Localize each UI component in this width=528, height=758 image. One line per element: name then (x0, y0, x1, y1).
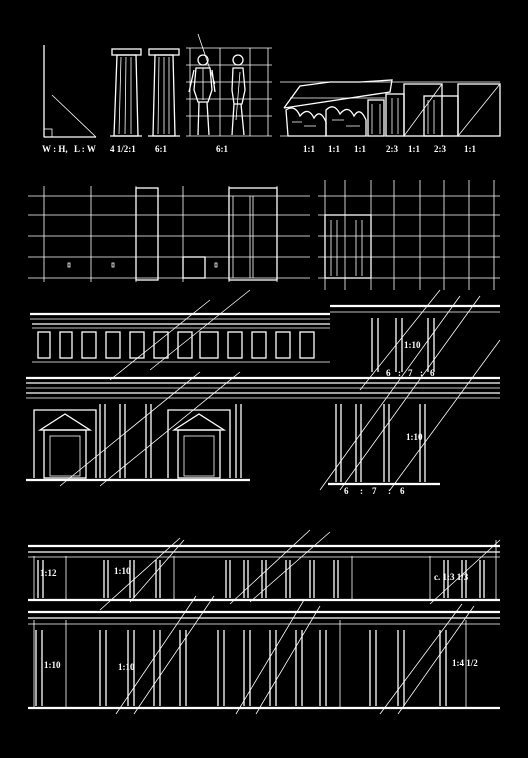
grid-lines (28, 186, 310, 282)
colonnade-diagonals (99, 529, 501, 715)
grid-right-block (318, 180, 500, 290)
upper-cornice (30, 312, 330, 329)
colonnade-frames (33, 540, 497, 708)
colonnade-ratio-labels: 1:12 1:10 1:10 1:10 c. 1:3 1/3 1:4 1/2 (40, 566, 478, 672)
panel-columns-and-figures: W : H, L : W 4 1/2:1 6:1 6:1 1:1 1:1 1:1… (42, 33, 501, 154)
ratio-label-lower-1-10-b: 1:10 (118, 662, 135, 672)
seq-upper-colon-1: : (398, 368, 401, 378)
ratio-label-figures: 6:1 (216, 144, 228, 154)
right-colonnade (328, 404, 440, 486)
upper-right-frame (330, 304, 500, 372)
main-entablature (26, 376, 500, 399)
ratio-label-box-4: 1:1 (464, 144, 476, 154)
ratio-label-c-1-3: c. 1:3 1/3 (434, 572, 469, 582)
capital-drawings (283, 79, 405, 137)
ratio-label-upper-1-10: 1:10 (114, 566, 131, 576)
ratio-label-lw: L : W (74, 144, 96, 154)
ratio-label-1-4-half: 1:4 1/2 (452, 658, 478, 668)
seq-lower-colon-2: : (388, 486, 391, 496)
ratio-label-box-2: 1:1 (408, 144, 420, 154)
ratio-label-column-1: 4 1/2:1 (110, 144, 136, 154)
ratio-label-cap-2: 1:1 (328, 144, 340, 154)
proportion-boxes (280, 81, 501, 137)
ratio-label-box-1: 2:3 (386, 144, 398, 154)
ratio-label-1-12: 1:12 (40, 568, 57, 578)
panel-colonnades: 1:12 1:10 1:10 1:10 c. 1:3 1/3 1:4 1/2 (28, 529, 501, 715)
ratio-label-lower-1-10-a: 1:10 (44, 660, 61, 670)
lower-colonnade-row (28, 610, 500, 710)
seq-lower-2: 7 (372, 486, 377, 496)
ground-floor-arcade (26, 404, 250, 482)
ratio-label-cap-3: 1:1 (354, 144, 366, 154)
ratio-label-wh: W : H, (42, 144, 68, 154)
facade-ratio-labels: 1:10 1:10 6 : 7 : 6 6 : 7 : 6 (344, 340, 435, 496)
ratio-label-middle: 1:10 (406, 432, 423, 442)
human-figure-side (231, 54, 246, 136)
seq-lower-1: 6 (344, 486, 349, 496)
upper-colonnade-row (28, 544, 500, 602)
elevation-rectangles (67, 187, 278, 281)
panel-grid-elevation (28, 180, 500, 290)
seq-upper-2: 7 (408, 368, 413, 378)
seq-lower-colon-1: : (360, 486, 363, 496)
human-figure-front (188, 33, 216, 136)
ratio-label-box-3: 2:3 (434, 144, 446, 154)
ratio-labels-row: W : H, L : W 4 1/2:1 6:1 6:1 1:1 1:1 1:1… (42, 144, 476, 154)
panel-facade: 1:10 1:10 6 : 7 : 6 6 : 7 : 6 (26, 289, 501, 496)
ratio-label-column-2: 6:1 (155, 144, 167, 154)
ratio-label-cap-1: 1:1 (303, 144, 315, 154)
column-tall (148, 48, 180, 137)
column-short (110, 48, 142, 137)
seq-upper-colon-2: : (420, 368, 423, 378)
seq-lower-3: 6 (400, 486, 405, 496)
right-angle-figure (43, 45, 97, 138)
seq-upper-3: 6 (430, 368, 435, 378)
diagonal-regulating-lines (59, 289, 501, 491)
seq-upper-1: 6 (386, 368, 391, 378)
ratio-label-upper: 1:10 (404, 340, 421, 350)
figure-grid (186, 47, 272, 137)
upper-windows (32, 331, 330, 363)
